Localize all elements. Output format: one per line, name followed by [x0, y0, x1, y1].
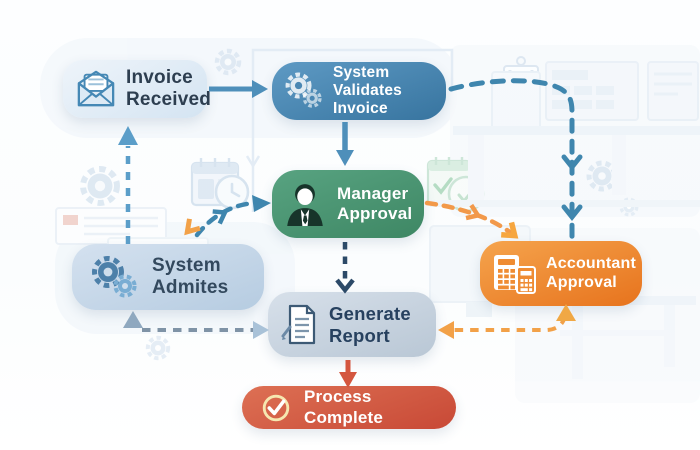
calculator-icon	[494, 254, 536, 294]
node-generate-report: Generate Report	[268, 292, 436, 357]
node-accountant-approval: Accountant Approval	[480, 241, 642, 306]
edge-report-admites	[123, 311, 269, 339]
desk-leg	[612, 135, 626, 195]
node-system-admites: System Admites	[72, 244, 264, 310]
gear-icon	[80, 166, 120, 206]
background-blob	[450, 45, 700, 217]
desk-illustration	[430, 200, 700, 207]
background-arrow	[245, 155, 261, 169]
edge-manager-to-report	[335, 242, 355, 294]
edge-manager-to-accountant	[424, 200, 519, 239]
gears-icon	[92, 256, 137, 298]
monitor-illustration	[491, 71, 541, 135]
table-illustration	[548, 296, 696, 379]
check-circle-icon	[262, 394, 290, 421]
document-icon	[281, 304, 316, 344]
spreadsheet-illustration	[545, 61, 639, 121]
node-process-complete: Process Complete	[242, 386, 456, 429]
envelope-icon	[77, 70, 115, 107]
clock-icon	[214, 174, 250, 210]
edge-report-to-complete	[339, 360, 357, 388]
gear-icon	[619, 197, 639, 217]
edge-admites-to-manager	[184, 195, 271, 238]
node-system-validates-invoice: System Validates Invoice	[272, 62, 446, 120]
node-label: Process Complete	[304, 387, 384, 427]
person-icon	[287, 184, 323, 226]
node-label: Generate Report	[329, 302, 411, 346]
node-invoice-received: Invoice Received	[63, 60, 211, 118]
note-icon	[503, 56, 539, 107]
calendar-icon	[426, 157, 472, 207]
edge-validates-to-manager	[336, 122, 354, 166]
edge-admites-to-invoice	[118, 126, 138, 244]
node-manager-approval: Manager Approval	[272, 170, 424, 238]
gear-icon	[145, 335, 171, 361]
laptop-illustration	[647, 61, 699, 121]
edge-invoice-to-validates	[209, 80, 268, 98]
edge-manager-to-admites-arrowhead	[184, 218, 201, 236]
node-label: Accountant Approval	[546, 254, 636, 291]
desk-illustration	[453, 126, 700, 135]
gear-icon	[214, 48, 242, 76]
node-label: System Admites	[152, 254, 229, 298]
calendar-icon	[190, 158, 240, 207]
clock-icon	[447, 175, 485, 213]
node-label: System Validates Invoice	[333, 63, 403, 118]
edge-accountant-report	[438, 304, 576, 339]
gears-icon	[285, 72, 322, 108]
gear-icon	[586, 160, 618, 192]
node-label: Invoice Received	[126, 66, 212, 110]
desk-leg	[468, 135, 484, 201]
node-label: Manager Approval	[337, 183, 413, 223]
edge-validates-to-accountant	[448, 78, 583, 241]
